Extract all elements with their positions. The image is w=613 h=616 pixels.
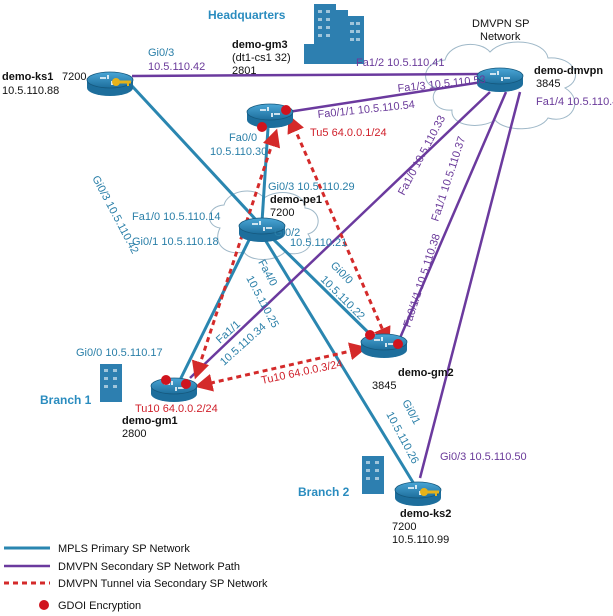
ks2-ip: 10.5.110.99 xyxy=(392,534,449,546)
network-label: Network xyxy=(480,31,521,43)
gm1-gi00-label: Gi0/0 10.5.110.17 xyxy=(76,347,163,359)
branch1-label: Branch 1 xyxy=(40,393,92,407)
dmvpn-model: 3845 xyxy=(536,78,560,90)
gdoi-dot xyxy=(281,105,291,115)
tunnel-gm3-gm1 xyxy=(191,128,281,380)
gm3-fa00-label: Fa0/0 xyxy=(229,132,257,144)
ks1-ip: 10.5.110.88 xyxy=(2,85,59,97)
dmvpn-sp-label: DMVPN SP xyxy=(472,18,529,30)
gm3-fa011-label: Fa0/1/1 10.5.110.54 xyxy=(317,99,415,121)
pe1-fa10-label: Fa1/0 10.5.110.14 xyxy=(132,211,220,223)
gm3-name: demo-gm3 xyxy=(232,39,288,51)
pe1-name: demo-pe1 xyxy=(270,194,322,206)
gm3-fa00-ip: 10.5.110.30 xyxy=(210,146,267,158)
dmvpn-fa11-label: Fa1/1 10.5.110.37 xyxy=(429,135,468,223)
ks1-model: 7200 xyxy=(62,71,86,83)
router-ks2-icon[interactable] xyxy=(394,481,442,506)
gdoi-dot xyxy=(393,339,403,349)
pe1-gi02-label: Gi0/2 xyxy=(274,227,300,239)
branch2-building-icon xyxy=(362,456,384,494)
key-icon xyxy=(112,78,131,86)
legend: MPLS Primary SP Network DMVPN Secondary … xyxy=(4,543,268,612)
ks2-gi01-label: Gi0/1 xyxy=(399,398,422,427)
gm2-fa011-label: Fa0/1/1 10.5.110.38 xyxy=(401,232,443,329)
legend-mpls-label: MPLS Primary SP Network xyxy=(58,543,190,555)
gdoi-dot xyxy=(161,375,171,385)
ks1-gi03-top-label: Gi0/3 xyxy=(148,47,174,59)
ks2-model: 7200 xyxy=(392,521,416,533)
legend-tunnel-label: DMVPN Tunnel via Secondary SP Network xyxy=(58,578,268,590)
gm3-tu5-label: Tu5 64.0.0.1/24 xyxy=(310,127,387,139)
dmvpn-fa14-label: Fa1/4 10.5.110.49 xyxy=(536,96,613,108)
gdoi-dot xyxy=(365,330,375,340)
gdoi-dot xyxy=(257,122,267,132)
router-ks1-icon[interactable] xyxy=(86,71,134,96)
gdoi-dot xyxy=(181,379,191,389)
link-pe1-gm1 xyxy=(178,233,254,381)
link-ks1-dmvpn xyxy=(131,72,485,78)
gm3-sub: (dt1-cs1 32) xyxy=(232,52,291,64)
link-dmvpn-gm2 xyxy=(398,91,508,339)
gm1-tu10-label: Tu10 64.0.0.2/24 xyxy=(135,403,218,415)
ks2-name: demo-ks2 xyxy=(400,508,451,520)
legend-gdoi-label: GDOI Encryption xyxy=(58,600,141,612)
link-gm3-dmvpn xyxy=(287,80,483,114)
headquarters-building-icon xyxy=(304,4,364,64)
router-pe1-icon[interactable] xyxy=(238,217,286,242)
gm2-model: 3845 xyxy=(372,380,396,392)
ks1-gi03-top-ip: 10.5.110.42 xyxy=(148,61,205,73)
headquarters-label: Headquarters xyxy=(208,8,286,22)
pe1-gi02-ip: 10.5.110.21 xyxy=(290,237,347,249)
branch2-label: Branch 2 xyxy=(298,485,350,499)
gm2-name: demo-gm2 xyxy=(398,367,454,379)
dmvpn-fa12-label: Fa1/2 10.5.110.41 xyxy=(356,57,444,69)
tunnel-gm2-gm1 xyxy=(194,342,368,392)
pe1-gi03-label: Gi0/3 10.5.110.29 xyxy=(268,181,355,193)
router-dmvpn-icon[interactable] xyxy=(476,67,524,92)
dmvpn-name: demo-dmvpn xyxy=(534,65,603,77)
pe1-model: 7200 xyxy=(270,207,294,219)
ks1-name: demo-ks1 xyxy=(2,71,53,83)
pe1-gi01-label: Gi0/1 10.5.110.18 xyxy=(132,236,219,248)
branch1-building-icon xyxy=(100,364,122,402)
dmvpn-tunnels xyxy=(191,114,391,392)
legend-gdoi-dot xyxy=(39,600,49,610)
link-dmvpn-ks2 xyxy=(418,91,522,479)
gm3-model: 2801 xyxy=(232,65,256,77)
gm1-model: 2800 xyxy=(122,428,146,440)
gdoi-dots xyxy=(161,105,403,389)
legend-dmvpn-label: DMVPN Secondary SP Network Path xyxy=(58,561,240,573)
tunnel-gm3-gm2 xyxy=(287,114,391,346)
ks2-gi03-label: Gi0/3 10.5.110.50 xyxy=(440,451,527,463)
gm1-name: demo-gm1 xyxy=(122,415,178,427)
key-icon xyxy=(420,488,439,496)
